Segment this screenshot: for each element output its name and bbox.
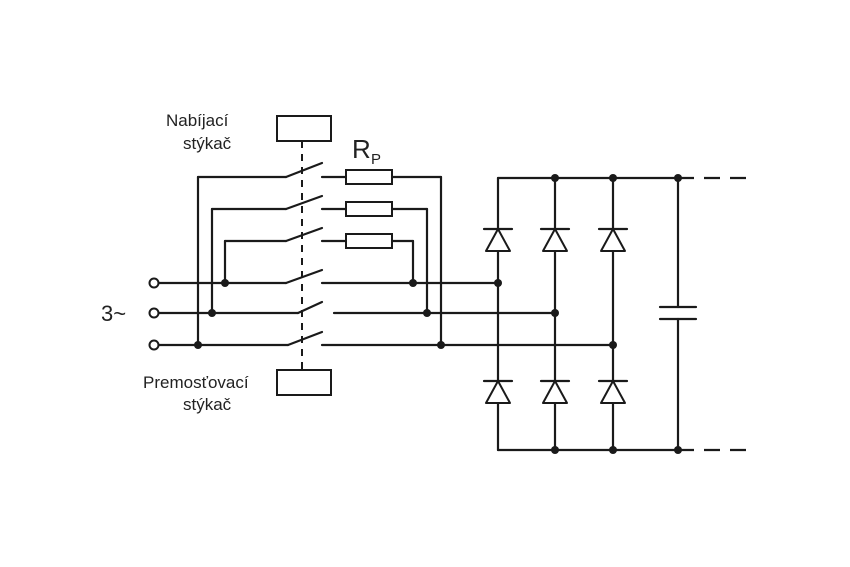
- input-terminal-l1: [148, 277, 160, 289]
- charging-contactor-coil: [276, 115, 332, 142]
- precharge-branch-2: [210, 194, 429, 315]
- bypass-contactor-coil: [276, 369, 332, 396]
- diode-lower-2: [539, 379, 571, 404]
- junction-dots: [194, 174, 682, 454]
- input-terminal-l3: [148, 339, 160, 351]
- diode-upper-1: [482, 227, 514, 252]
- bypass-contactor-label-line2: stýkač: [183, 395, 232, 414]
- dc-link-capacitor: [658, 176, 698, 452]
- diode-lower-3: [597, 379, 629, 404]
- charging-contactor-label-line1: Nabíjací: [166, 111, 229, 130]
- diode-lower-1: [482, 379, 514, 404]
- diode-upper-3: [597, 227, 629, 252]
- resistor-label-subscript: P: [371, 151, 381, 168]
- precharge-branch-1: [196, 161, 443, 347]
- bypass-contactor-label-line1: Premosťovací: [143, 373, 249, 392]
- three-phase-label: 3~: [101, 301, 126, 326]
- charging-contactor-label-line2: stýkač: [183, 134, 232, 153]
- resistor-label: R: [352, 134, 371, 164]
- diode-upper-2: [539, 227, 571, 252]
- input-terminal-l2: [148, 307, 160, 319]
- precharge-branch-3: [223, 226, 415, 285]
- rectifier-bridge: [496, 176, 680, 452]
